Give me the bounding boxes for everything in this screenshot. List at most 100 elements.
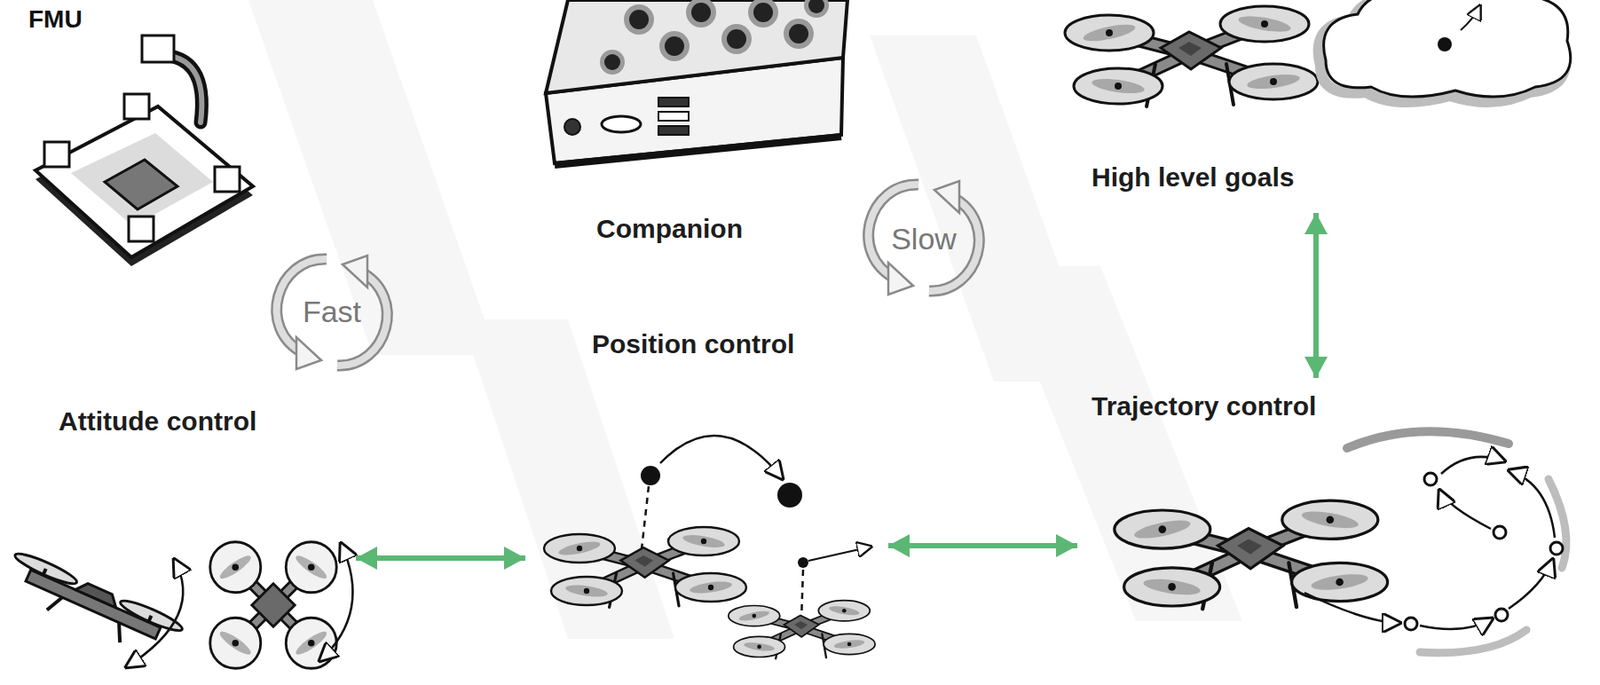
sketch-path bbox=[1441, 457, 1506, 474]
sketch-circle bbox=[797, 557, 809, 568]
sketch-use bbox=[728, 600, 875, 660]
layer-title: High level goals bbox=[1091, 161, 1294, 194]
companion-computer bbox=[545, 0, 848, 166]
sketch-line bbox=[148, 615, 151, 623]
sketch-line bbox=[111, 622, 127, 643]
sketch-circle bbox=[691, 2, 711, 23]
arrow-line bbox=[355, 555, 526, 561]
sketch-path bbox=[1347, 431, 1509, 449]
fmu-board bbox=[35, 35, 253, 267]
sketch-path bbox=[1439, 489, 1491, 529]
arrow-line bbox=[888, 543, 1078, 549]
control-layer: High level goals bbox=[1084, 159, 1342, 203]
position-drones bbox=[543, 435, 875, 659]
arrow-head bbox=[888, 534, 910, 558]
sketch-circle bbox=[726, 29, 747, 49]
sketch-circle bbox=[640, 465, 661, 486]
arrow-head bbox=[355, 546, 378, 570]
computer-name: Companion bbox=[596, 213, 743, 245]
sketch-circle bbox=[1550, 542, 1563, 555]
sketch-circle bbox=[1495, 608, 1508, 622]
sketch-line bbox=[554, 136, 842, 166]
sketch-circle bbox=[788, 23, 809, 44]
sketch-path bbox=[1419, 618, 1493, 630]
loop-rate: Slow bbox=[890, 221, 957, 257]
sketch-circle bbox=[721, 23, 752, 55]
goal-drone bbox=[1064, 0, 1571, 107]
control-layer: Position control bbox=[532, 321, 883, 685]
sketch-ellipse bbox=[118, 596, 185, 636]
sketch-circle bbox=[629, 9, 649, 30]
sketch-ellipse bbox=[12, 549, 79, 589]
sketch-ellipse bbox=[601, 116, 641, 133]
sketch-rect bbox=[658, 97, 689, 107]
sketch-path bbox=[156, 55, 202, 123]
sketch-rect bbox=[44, 141, 70, 167]
sketch-circle bbox=[659, 31, 690, 62]
sketch-path bbox=[1304, 592, 1401, 623]
sketch-polygon bbox=[248, 0, 497, 355]
sketch-polygon bbox=[104, 159, 178, 210]
sketch-path bbox=[1324, 0, 1571, 97]
sketch-circle bbox=[604, 54, 621, 71]
sketch-circle bbox=[803, 0, 829, 18]
sketch-use bbox=[1114, 500, 1388, 609]
fast-loop bbox=[276, 255, 388, 370]
sketch-path bbox=[1419, 630, 1527, 654]
attitude-drones bbox=[0, 542, 353, 670]
sketch-path bbox=[126, 559, 183, 668]
sketch-path bbox=[1548, 479, 1567, 568]
sketch-circle bbox=[748, 0, 779, 28]
sketch-circle bbox=[685, 0, 717, 28]
arrow-head bbox=[1304, 356, 1328, 379]
sketch-polygon bbox=[70, 133, 213, 227]
sketch-polygon bbox=[545, 0, 848, 94]
sketch-polygon bbox=[35, 106, 253, 258]
sketch-line bbox=[42, 568, 46, 576]
sketch-circle bbox=[1493, 526, 1506, 539]
control-layer: Trajectory control bbox=[1084, 388, 1582, 685]
sketch-path bbox=[660, 435, 783, 480]
sketch-rect bbox=[658, 111, 689, 121]
sketch-circle bbox=[623, 4, 655, 35]
sketch-line bbox=[47, 593, 63, 614]
data-flow-arrow bbox=[355, 546, 526, 570]
sketch-path bbox=[1508, 470, 1555, 538]
loop-rate: Fast bbox=[302, 294, 362, 330]
sketch-circle bbox=[1424, 472, 1437, 486]
sketch-line bbox=[640, 486, 649, 558]
board-name: FMU bbox=[28, 5, 83, 34]
sketch-rect bbox=[214, 166, 240, 192]
layer-title: Trajectory control bbox=[1091, 390, 1317, 423]
sketch-circle bbox=[808, 0, 825, 14]
sketch-polygon bbox=[75, 580, 121, 608]
sketch-circle bbox=[664, 36, 685, 56]
arrow-line bbox=[1313, 212, 1319, 379]
sketch-g bbox=[0, 549, 185, 664]
sketch-circle bbox=[1437, 37, 1452, 52]
arrow-head bbox=[1304, 212, 1328, 235]
layer-title: Position control bbox=[591, 328, 795, 361]
sketch-circle bbox=[783, 18, 814, 49]
arrow-head bbox=[1056, 534, 1078, 558]
sketch-line bbox=[808, 546, 872, 561]
sketch-use bbox=[1064, 6, 1318, 107]
trajectory-drone bbox=[1114, 431, 1567, 654]
sketch-rect bbox=[658, 126, 689, 135]
data-flow-arrow bbox=[888, 534, 1078, 558]
sketch-path bbox=[156, 55, 202, 123]
layer-title: Attitude control bbox=[58, 405, 257, 438]
data-flow-arrow bbox=[1304, 212, 1328, 379]
sketch-circle bbox=[753, 2, 773, 23]
sketch-path bbox=[1460, 5, 1481, 31]
sketch-circle bbox=[1404, 617, 1418, 631]
sketch-rect bbox=[124, 94, 150, 119]
sketch-rect bbox=[141, 35, 174, 63]
sketch-circle bbox=[599, 49, 625, 75]
control-layer: Attitude control bbox=[0, 399, 351, 685]
sketch-use bbox=[210, 542, 338, 670]
slow-loop bbox=[868, 181, 980, 295]
